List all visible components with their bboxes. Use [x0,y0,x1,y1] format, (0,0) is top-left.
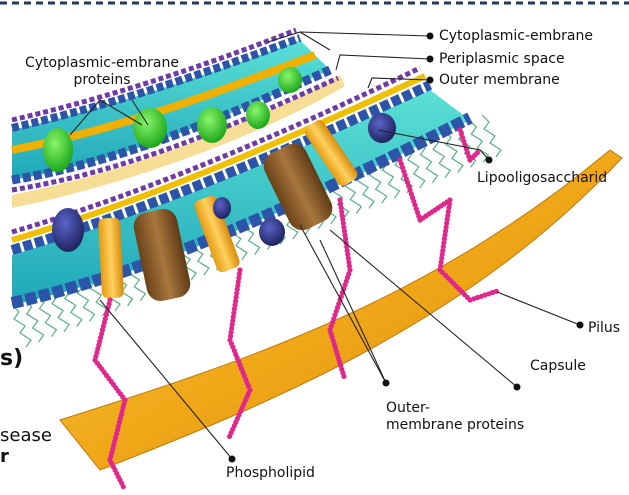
label-pilus: Pilus [588,320,620,337]
label-outer-membrane-proteins: Outer- membrane proteins [386,400,524,434]
label-lipooligosaccharide: Lipooligosaccharid [477,170,607,187]
clipped-text-line3: r [0,446,9,467]
label-phospholipid: Phospholipid [226,465,315,482]
clipped-text-line2: sease [0,425,52,446]
label-cytoplasmic-membrane: Cytoplasmic-embrane [439,28,593,45]
label-capsule: Capsule [530,358,586,375]
label-outer-membrane: Outer membrane [439,72,560,89]
label-periplasmic-space: Periplasmic space [439,51,565,68]
label-cytoplasmic-membrane-proteins: Cytoplasmic-embrane proteins [7,55,197,89]
clipped-text-line1: s) [0,346,23,371]
